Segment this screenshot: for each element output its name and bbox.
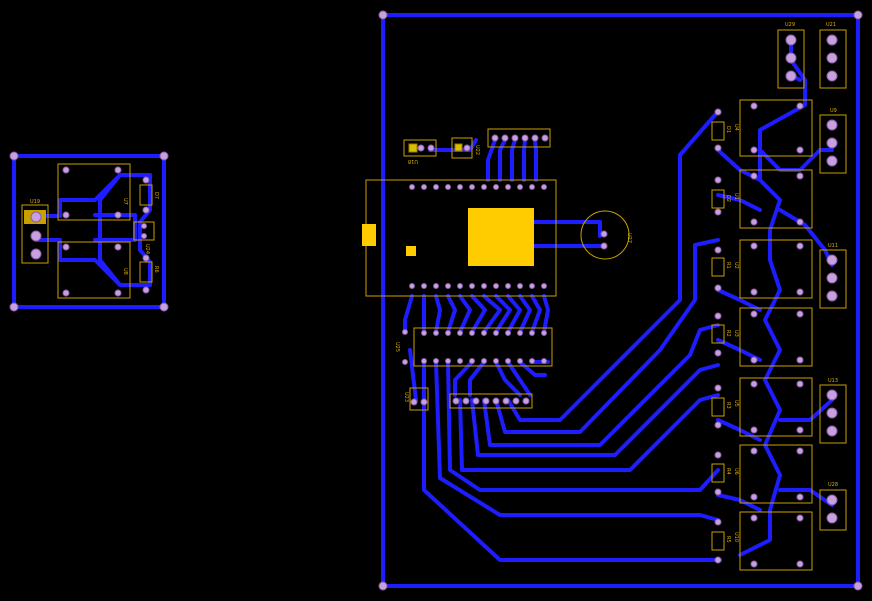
relay-u6: U6 bbox=[733, 444, 813, 504]
relay-u1: U1 bbox=[733, 169, 813, 229]
label-u11: U11 bbox=[828, 243, 838, 249]
esp32-bottom-pins bbox=[409, 283, 547, 289]
label-u10: U10 bbox=[733, 532, 739, 542]
relay-u10: U10 bbox=[733, 511, 813, 571]
label-u5: U5 bbox=[733, 400, 739, 407]
label-u22: U22 bbox=[474, 145, 480, 155]
label-u23: U23 bbox=[403, 392, 409, 402]
buzzer bbox=[580, 210, 630, 260]
relay-u5: U5 bbox=[733, 377, 813, 437]
label-d1: D1 bbox=[725, 126, 731, 133]
terminal-u11: U11 bbox=[819, 243, 847, 309]
label-r4: R4 bbox=[725, 468, 731, 475]
terminal-u28: U28 bbox=[819, 482, 847, 531]
label-d2: D2 bbox=[725, 195, 731, 202]
main-board: U18 U22 bbox=[362, 10, 863, 591]
label-r1: R1 bbox=[725, 262, 731, 269]
mount-hole bbox=[9, 151, 19, 161]
label-u13: U13 bbox=[828, 378, 838, 384]
label-u24: U24 bbox=[144, 244, 150, 254]
label-u6: U6 bbox=[733, 468, 739, 475]
label-u25: U25 bbox=[394, 342, 400, 352]
label-u8: U8 bbox=[122, 268, 128, 275]
diodes-resistors: D1 D2 R1 R2 R3 R4 R5 bbox=[711, 108, 731, 564]
terminal-u13: U13 bbox=[819, 378, 847, 444]
relay-u2: U2 bbox=[733, 239, 813, 299]
relay-u3: U3 bbox=[733, 307, 813, 367]
label-d7: D7 bbox=[153, 192, 159, 199]
label-u21: U21 bbox=[826, 22, 836, 28]
label-r6: R6 bbox=[153, 266, 159, 273]
label-u9: U9 bbox=[830, 108, 837, 114]
label-u28: U28 bbox=[828, 482, 838, 488]
label-u19: U19 bbox=[30, 199, 40, 205]
label-u29: U29 bbox=[785, 22, 795, 28]
label-u2: U2 bbox=[733, 262, 739, 269]
mount-hole bbox=[9, 302, 19, 312]
terminal-u29: U29 bbox=[777, 22, 805, 89]
small-board: U19 U7 U8 D7 R6 U24 bbox=[9, 151, 169, 312]
label-u1: U1 bbox=[733, 193, 739, 200]
esp32-top-pins bbox=[409, 184, 547, 190]
label-u27: U27 bbox=[626, 233, 632, 243]
label-u4: U4 bbox=[733, 124, 739, 131]
relay-u4: U4 bbox=[733, 99, 813, 157]
ic-u25-pins bbox=[402, 329, 547, 365]
label-r2: R2 bbox=[725, 330, 731, 337]
esp32-chip bbox=[468, 208, 534, 266]
label-u7: U7 bbox=[122, 198, 128, 205]
label-r3: R3 bbox=[725, 402, 731, 409]
label-u18: U18 bbox=[408, 158, 418, 164]
terminal-u21: U21 bbox=[819, 22, 847, 89]
label-u3: U3 bbox=[733, 330, 739, 337]
label-r5: R5 bbox=[725, 536, 731, 543]
terminal-u9: U9 bbox=[819, 108, 847, 174]
mount-hole bbox=[159, 302, 169, 312]
mount-hole bbox=[159, 151, 169, 161]
